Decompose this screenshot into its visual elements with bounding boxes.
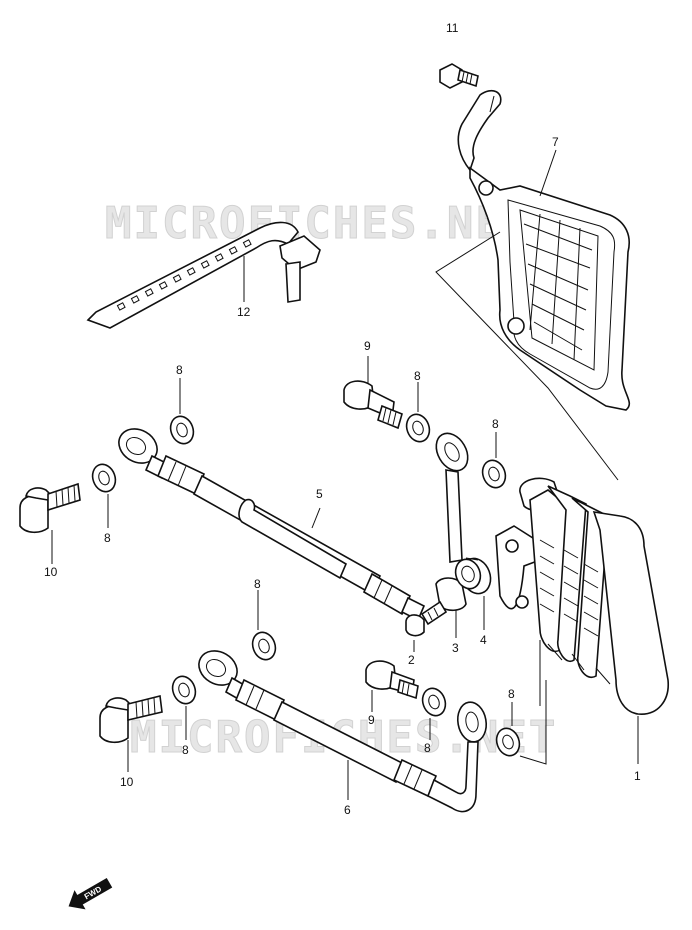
washer-part-8-f[interactable] bbox=[169, 673, 199, 707]
label-part-12: 12 bbox=[237, 305, 251, 319]
label-part-8-e: 8 bbox=[254, 577, 261, 591]
label-part-6: 6 bbox=[344, 803, 351, 817]
oil-cooler-part-1[interactable] bbox=[495, 477, 669, 715]
banjo-bolt-part-9-top[interactable] bbox=[343, 380, 403, 430]
washer-part-8-b[interactable] bbox=[403, 411, 433, 445]
label-part-4: 4 bbox=[480, 633, 487, 647]
oil-hose-part-6[interactable] bbox=[193, 644, 490, 813]
forward-arrow-icon: FWD bbox=[68, 877, 113, 910]
label-part-10-top: 10 bbox=[44, 565, 58, 579]
bolt-part-2[interactable] bbox=[405, 600, 448, 637]
washer-part-8-e[interactable] bbox=[249, 629, 279, 663]
drain-bolt-part-10-bottom[interactable] bbox=[99, 695, 163, 744]
label-part-10-bottom: 10 bbox=[120, 775, 134, 789]
label-part-1: 1 bbox=[634, 769, 641, 783]
label-part-11: 11 bbox=[446, 21, 459, 35]
assembly-line-1 bbox=[519, 640, 547, 765]
drain-bolt-part-10-top[interactable] bbox=[19, 482, 81, 534]
label-part-5: 5 bbox=[316, 487, 323, 501]
washer-part-8-g[interactable] bbox=[419, 685, 449, 719]
label-part-8-g: 8 bbox=[424, 741, 431, 755]
grommet-part-4[interactable] bbox=[452, 554, 496, 597]
washer-part-8-h[interactable] bbox=[493, 725, 523, 759]
label-part-7: 7 bbox=[552, 135, 559, 149]
banjo-bolt-part-9-bottom[interactable] bbox=[365, 660, 419, 700]
label-part-8-b: 8 bbox=[414, 369, 421, 383]
assembly-line-7 bbox=[435, 231, 619, 481]
washer-part-8-c[interactable] bbox=[479, 457, 509, 491]
watermark-top: MICROFICHES.NET bbox=[105, 198, 532, 249]
label-part-8-a: 8 bbox=[176, 363, 183, 377]
leader-part-7 bbox=[539, 149, 557, 197]
oil-hose-part-5[interactable] bbox=[113, 422, 426, 622]
washer-part-8-a[interactable] bbox=[167, 413, 197, 447]
label-part-8-h: 8 bbox=[508, 687, 515, 701]
guard-bracket-part-7[interactable] bbox=[457, 89, 631, 411]
label-part-8-d: 8 bbox=[104, 531, 111, 545]
label-part-9-bottom: 9 bbox=[368, 713, 375, 727]
leader-part-5 bbox=[311, 507, 321, 529]
label-part-8-c: 8 bbox=[492, 417, 499, 431]
label-part-3: 3 bbox=[452, 641, 459, 655]
hose-fitting-upper[interactable] bbox=[430, 428, 474, 612]
cable-tie-part-12[interactable] bbox=[86, 221, 321, 329]
washer-part-8-d[interactable] bbox=[89, 461, 119, 495]
label-part-8-f: 8 bbox=[182, 743, 189, 757]
label-part-2: 2 bbox=[408, 653, 415, 667]
label-part-9-top: 9 bbox=[364, 339, 371, 353]
bolt-part-11[interactable] bbox=[439, 63, 479, 89]
